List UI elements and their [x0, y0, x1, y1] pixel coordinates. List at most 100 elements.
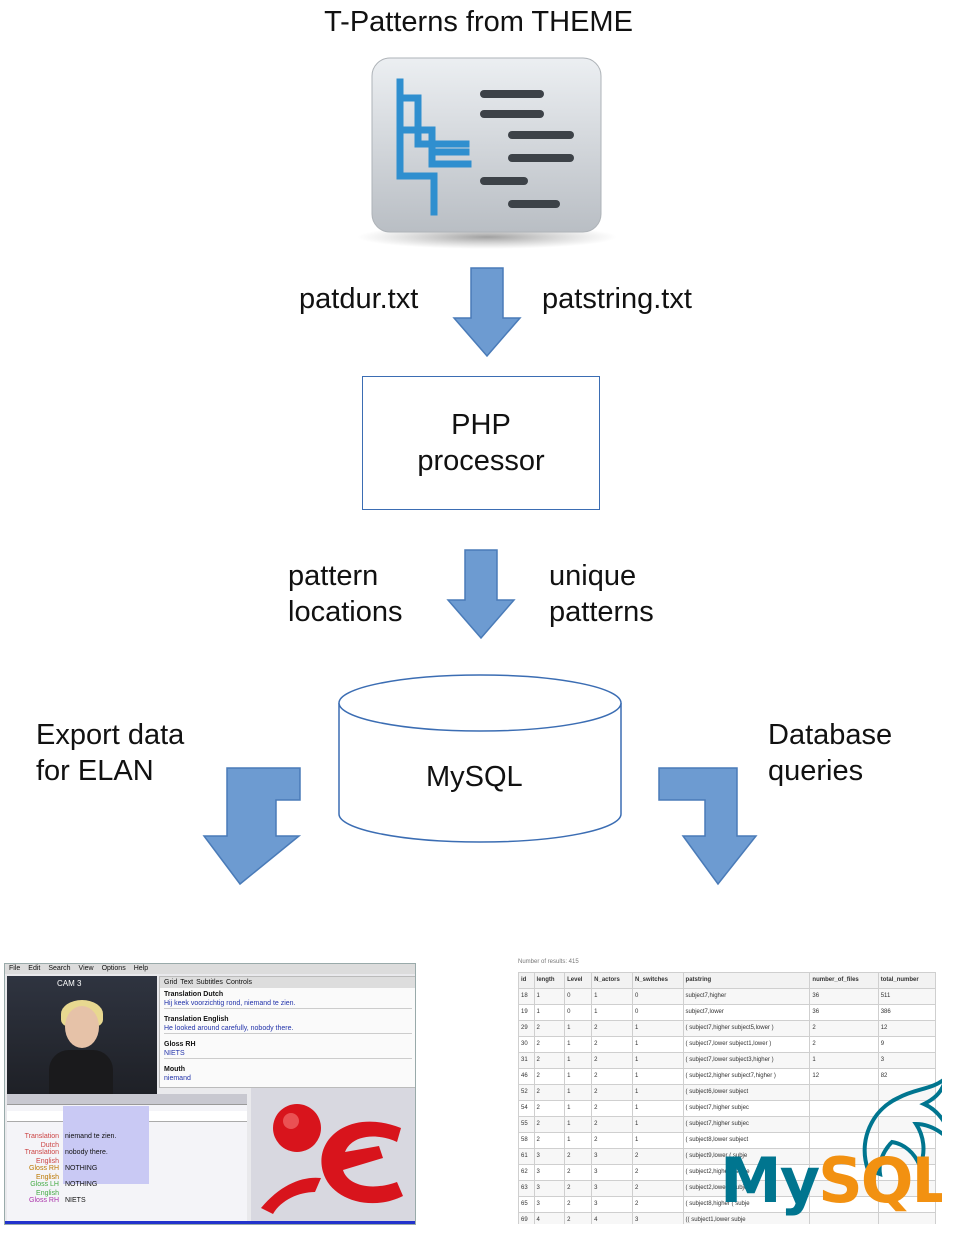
elan-tier-text: niemand — [164, 1075, 191, 1082]
elan-tier-name: Translation Dutch — [164, 991, 224, 998]
table-cell — [809, 1148, 879, 1165]
table-cell: ( subject7,lower subject1,lower ) — [682, 1036, 811, 1053]
table-cell: 2 — [533, 1052, 566, 1069]
table-cell: 2 — [591, 1036, 633, 1053]
table-cell: 2 — [631, 1148, 684, 1165]
mysql-column-header: number_of_files — [809, 972, 879, 989]
mysql-column-header: length — [533, 972, 566, 989]
table-cell: 2 — [591, 1068, 633, 1085]
mysql-database-cylinder — [338, 674, 622, 843]
table-cell: 1 — [564, 1116, 593, 1133]
mysql-column-header: N_actors — [591, 972, 633, 989]
table-cell: 1 — [631, 1100, 684, 1117]
table-cell: ( subject7,higher subject5,lower ) — [682, 1020, 811, 1037]
table-cell: 2 — [564, 1212, 593, 1224]
table-cell: 2 — [591, 1020, 633, 1037]
label-database: Database — [768, 719, 893, 751]
elan-tab-controls: Controls — [225, 979, 253, 986]
table-cell: ( subject6,lower subject — [682, 1084, 811, 1101]
elan-menu-edit: Edit — [28, 965, 41, 972]
table-cell: 1 — [631, 1116, 684, 1133]
label-patstring: patstring.txt — [542, 283, 692, 315]
label-pattern: pattern — [288, 560, 379, 592]
elan-tier-text: NIETS — [164, 1049, 412, 1059]
arrow-mysql-to-elan — [202, 767, 302, 886]
elan-tier-name: Gloss RH — [164, 1041, 196, 1048]
table-cell: 2 — [591, 1084, 633, 1101]
elan-menu-file: File — [9, 965, 21, 972]
table-cell: 4 — [533, 1212, 566, 1224]
elan-menu-view: View — [78, 965, 94, 972]
table-cell: 2 — [564, 1196, 593, 1213]
table-cell: 386 — [877, 1004, 937, 1021]
mysql-column-header: total_number — [877, 972, 937, 989]
table-cell: 1 — [564, 1068, 593, 1085]
elan-tab-text: Text — [180, 979, 194, 986]
elan-menu-options: Options — [101, 965, 126, 972]
table-cell: 3 — [533, 1180, 566, 1197]
table-cell: 55 — [518, 1116, 535, 1133]
table-cell: 30 — [518, 1036, 535, 1053]
table-cell: 18 — [518, 988, 535, 1005]
table-cell: 1 — [564, 1132, 593, 1149]
elan-tab-grid: Grid — [164, 979, 178, 986]
arrow-theme-to-php — [452, 267, 522, 358]
table-cell: 1 — [591, 988, 633, 1005]
table-cell: 2 — [591, 1052, 633, 1069]
elan-tier-name: Mouth — [164, 1066, 185, 1073]
elan-row-name: Translation Dutch — [24, 1133, 59, 1149]
table-cell — [877, 1180, 937, 1197]
table-cell: 1 — [533, 988, 566, 1005]
theme-icon — [357, 57, 617, 249]
table-cell: 2 — [533, 1036, 566, 1053]
table-cell: ( subject7,higher subjec — [682, 1116, 811, 1133]
mysql-logo-my: My — [720, 1144, 820, 1217]
elan-row-text: NOTHING — [65, 1165, 98, 1172]
arrow-mysql-to-queries — [658, 767, 758, 886]
table-cell: 4 — [591, 1212, 633, 1224]
arrow-php-to-mysql — [446, 549, 516, 640]
table-cell: 3 — [533, 1148, 566, 1165]
table-cell: 0 — [564, 988, 593, 1005]
table-cell: 1 — [533, 1004, 566, 1021]
table-cell: 3 — [591, 1180, 633, 1197]
mysql-column-header: id — [518, 972, 535, 989]
table-cell: 63 — [518, 1180, 535, 1197]
mysql-column-header: N_switches — [631, 972, 684, 989]
label-queries: queries — [768, 755, 864, 787]
table-cell: 1 — [809, 1052, 879, 1069]
label-patterns: patterns — [549, 596, 654, 628]
table-cell: 2 — [533, 1116, 566, 1133]
table-cell: 2 — [631, 1196, 684, 1213]
table-cell: 36 — [809, 1004, 879, 1021]
label-export-data: Export data — [36, 719, 185, 751]
table-cell: 19 — [518, 1004, 535, 1021]
table-cell: 54 — [518, 1100, 535, 1117]
table-cell: 2 — [533, 1020, 566, 1037]
table-cell: 2 — [809, 1020, 879, 1037]
elan-selection — [63, 1106, 149, 1184]
table-cell: 61 — [518, 1148, 535, 1165]
table-cell: 1 — [564, 1036, 593, 1053]
mysql-column-header: patstring — [682, 972, 811, 989]
table-cell: ( subject2,higher subject7,higher ) — [682, 1068, 811, 1085]
table-cell: 46 — [518, 1068, 535, 1085]
table-cell: 3 — [631, 1212, 684, 1224]
table-cell: ( subject9,lower ( subje — [682, 1148, 811, 1165]
label-unique: unique — [549, 560, 637, 592]
elan-row-text: nobody there. — [65, 1149, 108, 1156]
database-label: MySQL — [426, 761, 523, 793]
table-cell: 1 — [631, 1036, 684, 1053]
elan-row-text: niemand te zien. — [65, 1133, 117, 1140]
table-cell: 1 — [631, 1068, 684, 1085]
table-cell: 3 — [591, 1148, 633, 1165]
elan-row-name: Gloss RH — [29, 1197, 59, 1204]
table-cell: 2 — [631, 1164, 684, 1181]
